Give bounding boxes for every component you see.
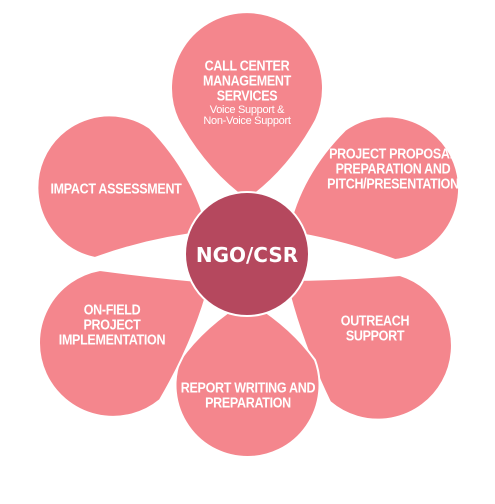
petal-title: ON-FIELD PROJECT IMPLEMENTATION [58,301,166,349]
petal-outreach [284,273,453,421]
petal-project-proposal [286,115,461,262]
petal-call-center [170,11,324,202]
petal-title: CALL CENTER MANAGEMENT SERVICES [203,57,291,105]
center-label: NGO/CSR [195,243,299,267]
petal-title: PROJECT PROPOSAL PREPARATION AND PITCH/P… [327,145,459,193]
petal-label-impact-assessment: IMPACT ASSESSMENT [36,180,196,197]
petal-title: REPORT WRITING AND PREPARATION [180,379,316,412]
petal-on-field [38,268,212,418]
petal-label-project-proposal: PROJECT PROPOSAL PREPARATION AND PITCH/P… [318,145,468,193]
petal-title: OUTREACH SUPPORT [340,312,410,345]
petal-label-outreach: OUTREACH SUPPORT [320,312,430,345]
petal-label-call-center: CALL CENTER MANAGEMENT SERVICES Voice Su… [172,57,322,128]
center-circle [184,191,310,317]
petal-title: IMPACT ASSESSMENT [50,180,182,197]
petal-label-report-writing: REPORT WRITING AND PREPARATION [170,379,326,412]
petal-label-on-field: ON-FIELD PROJECT IMPLEMENTATION [42,301,182,349]
petal-subtitle: Voice Support & Non-Voice Support [203,104,291,128]
petal-impact-assessment [36,114,210,260]
